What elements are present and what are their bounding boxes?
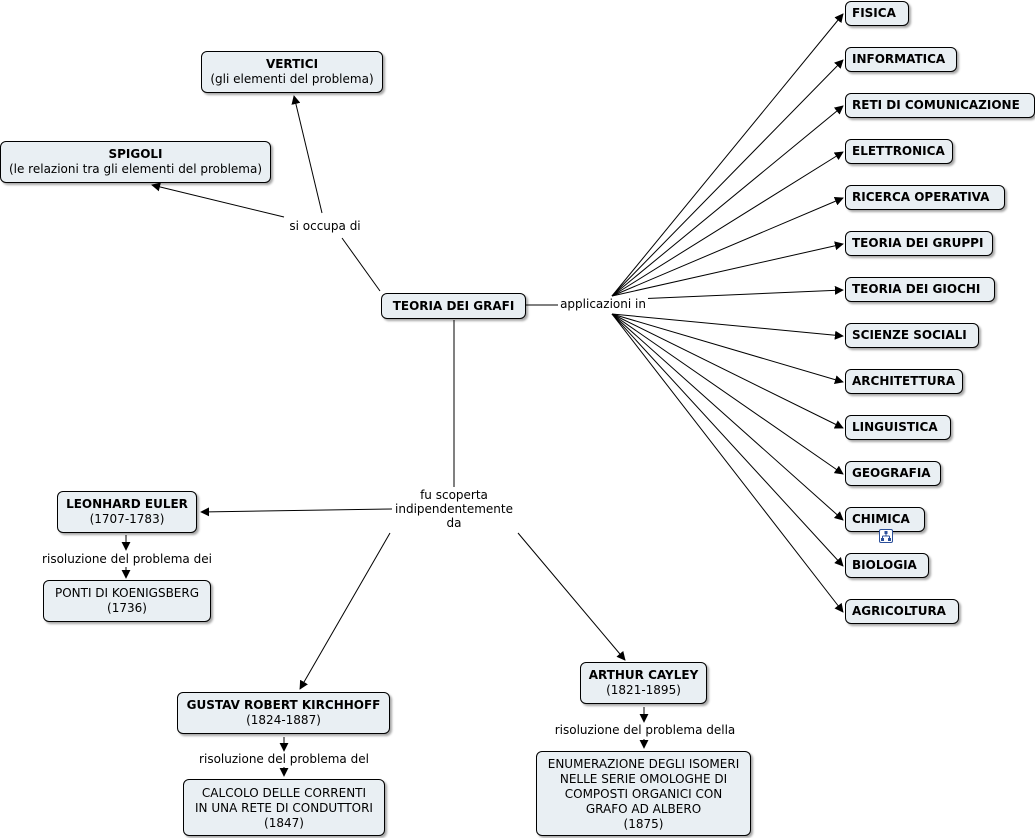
- application-label: ARCHITETTURA: [852, 374, 956, 388]
- application-label: BIOLOGIA: [852, 558, 917, 572]
- application-label: FISICA: [852, 6, 896, 20]
- kirchhoff-years: (1824-1887): [246, 713, 321, 727]
- link-applicazioni-in[interactable]: applicazioni in: [558, 297, 648, 311]
- root-label: TEORIA DEI GRAFI: [392, 299, 515, 313]
- vertici-subtitle: (gli elementi del problema): [210, 72, 374, 86]
- application-elettronica[interactable]: ELETTRONICA: [845, 139, 953, 164]
- calcolo-text: CALCOLO DELLE CORRENTI IN UNA RETE DI CO…: [195, 786, 373, 815]
- arrow-to-elettronica: [611, 151, 844, 297]
- application-label: ELETTRONICA: [852, 144, 945, 158]
- link-si-occupa-di[interactable]: si occupa di: [286, 219, 364, 233]
- application-label: INFORMATICA: [852, 52, 946, 66]
- application-label: CHIMICA: [852, 512, 910, 526]
- ponti-year: (1736): [107, 601, 147, 615]
- cayley-name: ARTHUR CAYLEY: [588, 668, 699, 682]
- application-informatica[interactable]: INFORMATICA: [845, 47, 957, 72]
- ponti-concept[interactable]: PONTI DI KOENIGSBERG (1736): [43, 580, 211, 622]
- line-root-occupa: [341, 237, 381, 292]
- application-label: SCIENZE SOCIALI: [852, 328, 967, 342]
- application-ricerca-operativa[interactable]: RICERCA OPERATIVA: [845, 185, 1005, 210]
- cayley-concept[interactable]: ARTHUR CAYLEY (1821-1895): [580, 662, 707, 704]
- arrow-to-euler: [200, 507, 393, 517]
- application-label: AGRICOLTURA: [852, 604, 946, 618]
- spigoli-concept[interactable]: SPIGOLI (le relazioni tra gli elementi d…: [0, 141, 271, 183]
- application-linguistica[interactable]: LINGUISTICA: [845, 415, 951, 440]
- application-label: RICERCA OPERATIVA: [852, 190, 990, 204]
- euler-name: LEONHARD EULER: [66, 497, 188, 511]
- concept-map-link-icon[interactable]: [879, 529, 893, 543]
- arrow-to-architettura: [611, 313, 844, 385]
- application-scienze-sociali[interactable]: SCIENZE SOCIALI: [845, 323, 979, 348]
- arrow-to-biologia: [611, 313, 844, 567]
- arrow-to-scienze-sociali: [611, 313, 844, 340]
- arrow-to-linguistica: [611, 313, 844, 429]
- application-architettura[interactable]: ARCHITETTURA: [845, 369, 963, 394]
- application-label: GEOGRAFIA: [852, 466, 931, 480]
- calcolo-year: (1847): [264, 816, 304, 830]
- euler-concept[interactable]: LEONHARD EULER (1707-1783): [57, 491, 197, 533]
- euler-years: (1707-1783): [89, 512, 165, 526]
- application-geografia[interactable]: GEOGRAFIA: [845, 461, 941, 486]
- cayley-years: (1821-1895): [606, 683, 681, 697]
- application-label: LINGUISTICA: [852, 420, 938, 434]
- application-teoria-dei-giochi[interactable]: TEORIA DEI GIOCHI: [845, 277, 995, 302]
- enumerazione-text: ENUMERAZIONE DEGLI ISOMERI NELLE SERIE O…: [547, 757, 740, 816]
- arrow-to-chimica: [611, 313, 844, 521]
- arrow-to-teoria-dei-gruppi: [611, 241, 844, 297]
- arrow-to-ricerca-operativa: [611, 197, 844, 297]
- application-label: TEORIA DEI GRUPPI: [852, 236, 984, 250]
- arrow-to-spigoli: [151, 182, 285, 218]
- arrow-to-reti-di-comunicazione: [611, 105, 844, 297]
- arrow-to-cayley: [517, 532, 626, 661]
- enumerazione-concept[interactable]: ENUMERAZIONE DEGLI ISOMERI NELLE SERIE O…: [536, 751, 751, 836]
- ponti-name: PONTI DI KOENIGSBERG: [54, 586, 200, 600]
- arrow-to-informatica: [611, 59, 844, 297]
- application-label: TEORIA DEI GIOCHI: [852, 282, 981, 296]
- root-concept[interactable]: TEORIA DEI GRAFI: [381, 293, 526, 319]
- link-euler-risoluzione[interactable]: risoluzione del problema dei: [38, 552, 216, 566]
- vertici-concept[interactable]: VERTICI (gli elementi del problema): [201, 51, 383, 93]
- arrow-to-agricoltura: [611, 313, 844, 613]
- application-fisica[interactable]: FISICA: [845, 1, 909, 26]
- vertici-title: VERTICI: [265, 57, 319, 71]
- spigoli-title: SPIGOLI: [108, 147, 163, 161]
- application-biologia[interactable]: BIOLOGIA: [845, 553, 929, 578]
- application-label: RETI DI COMUNICAZIONE: [852, 98, 1020, 112]
- arrow-to-kirchhoff: [299, 532, 391, 690]
- application-agricoltura[interactable]: AGRICOLTURA: [845, 599, 959, 624]
- application-reti-di-comunicazione[interactable]: RETI DI COMUNICAZIONE: [845, 93, 1035, 118]
- kirchhoff-concept[interactable]: GUSTAV ROBERT KIRCHHOFF (1824-1887): [177, 692, 390, 734]
- enumerazione-year: (1875): [623, 817, 664, 831]
- kirchhoff-name: GUSTAV ROBERT KIRCHHOFF: [186, 698, 381, 712]
- application-teoria-dei-gruppi[interactable]: TEORIA DEI GRUPPI: [845, 231, 993, 256]
- arrow-to-teoria-dei-giochi: [611, 285, 844, 301]
- arrow-to-geografia: [611, 313, 844, 475]
- link-kirchhoff-risoluzione[interactable]: risoluzione del problema del: [196, 752, 372, 766]
- link-fu-scoperta[interactable]: fu scoperta indipendentemente da: [393, 488, 515, 530]
- spigoli-subtitle: (le relazioni tra gli elementi del probl…: [8, 162, 263, 176]
- arrow-to-fisica: [611, 13, 844, 297]
- arrow-to-vertici: [291, 95, 323, 214]
- link-cayley-risoluzione[interactable]: risoluzione del problema della: [552, 723, 738, 737]
- calcolo-concept[interactable]: CALCOLO DELLE CORRENTI IN UNA RETE DI CO…: [183, 779, 385, 836]
- applications-fan: [611, 13, 844, 613]
